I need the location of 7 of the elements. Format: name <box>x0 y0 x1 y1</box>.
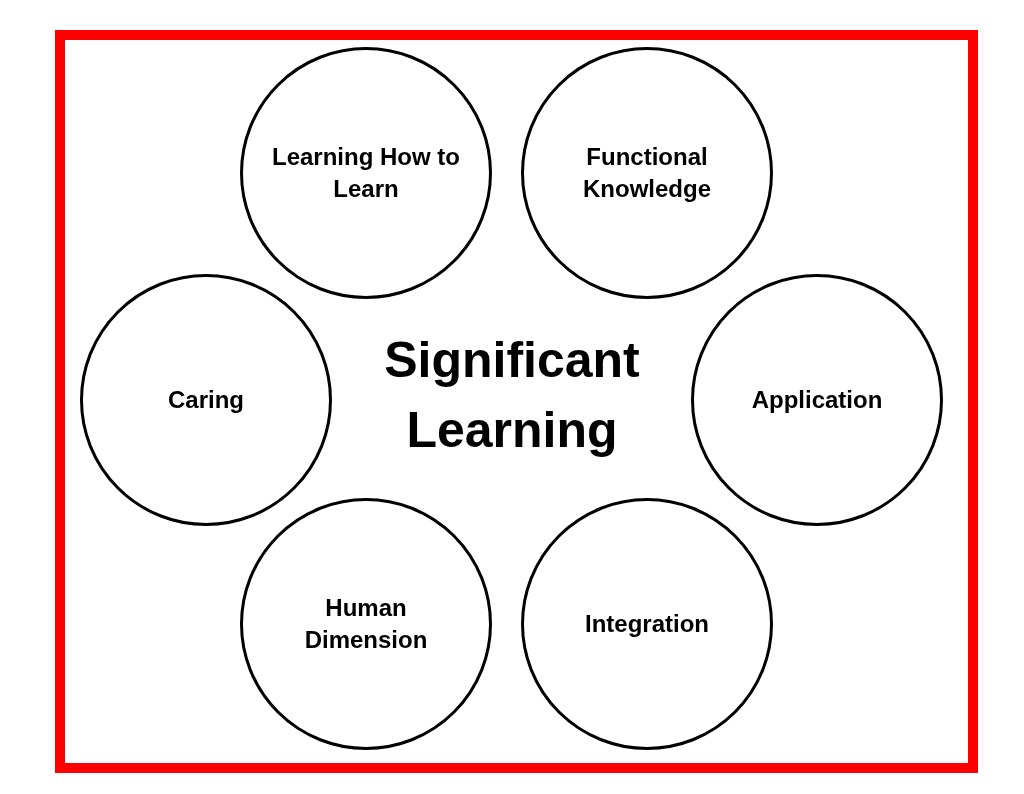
circle-label: Caring <box>168 384 244 415</box>
circle-label: Application <box>751 384 883 415</box>
diagram-title: Significant Learning <box>383 331 641 460</box>
circle-label: Functional Knowledge <box>582 141 712 204</box>
circle-label: Learning How to Learn <box>271 141 461 204</box>
circle-label: Human Dimension <box>303 592 429 655</box>
circle-label: Integration <box>585 608 709 639</box>
